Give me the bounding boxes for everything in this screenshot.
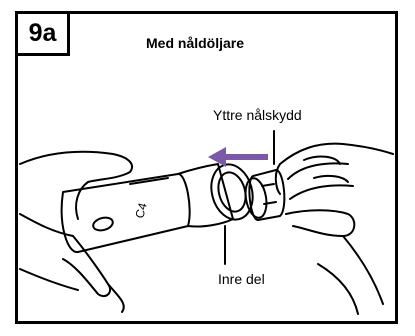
label-outer-needle-cap: Yttre nålskydd	[213, 107, 302, 123]
pen-window	[92, 216, 114, 232]
direction-arrow	[208, 147, 268, 167]
pen-marking: C4	[132, 201, 150, 220]
inner-part	[177, 163, 234, 228]
left-hand	[19, 150, 133, 313]
label-inner-part: Inre del	[218, 271, 265, 287]
right-hand	[274, 142, 394, 315]
instruction-panel: 9a Med nåldöljare C4	[15, 11, 398, 324]
pen-body	[60, 173, 191, 253]
step-title: Med nåldöljare	[146, 35, 245, 51]
step-number: 9a	[18, 14, 70, 56]
outer-needle-cap	[248, 169, 286, 221]
illustration: C4	[19, 130, 394, 315]
